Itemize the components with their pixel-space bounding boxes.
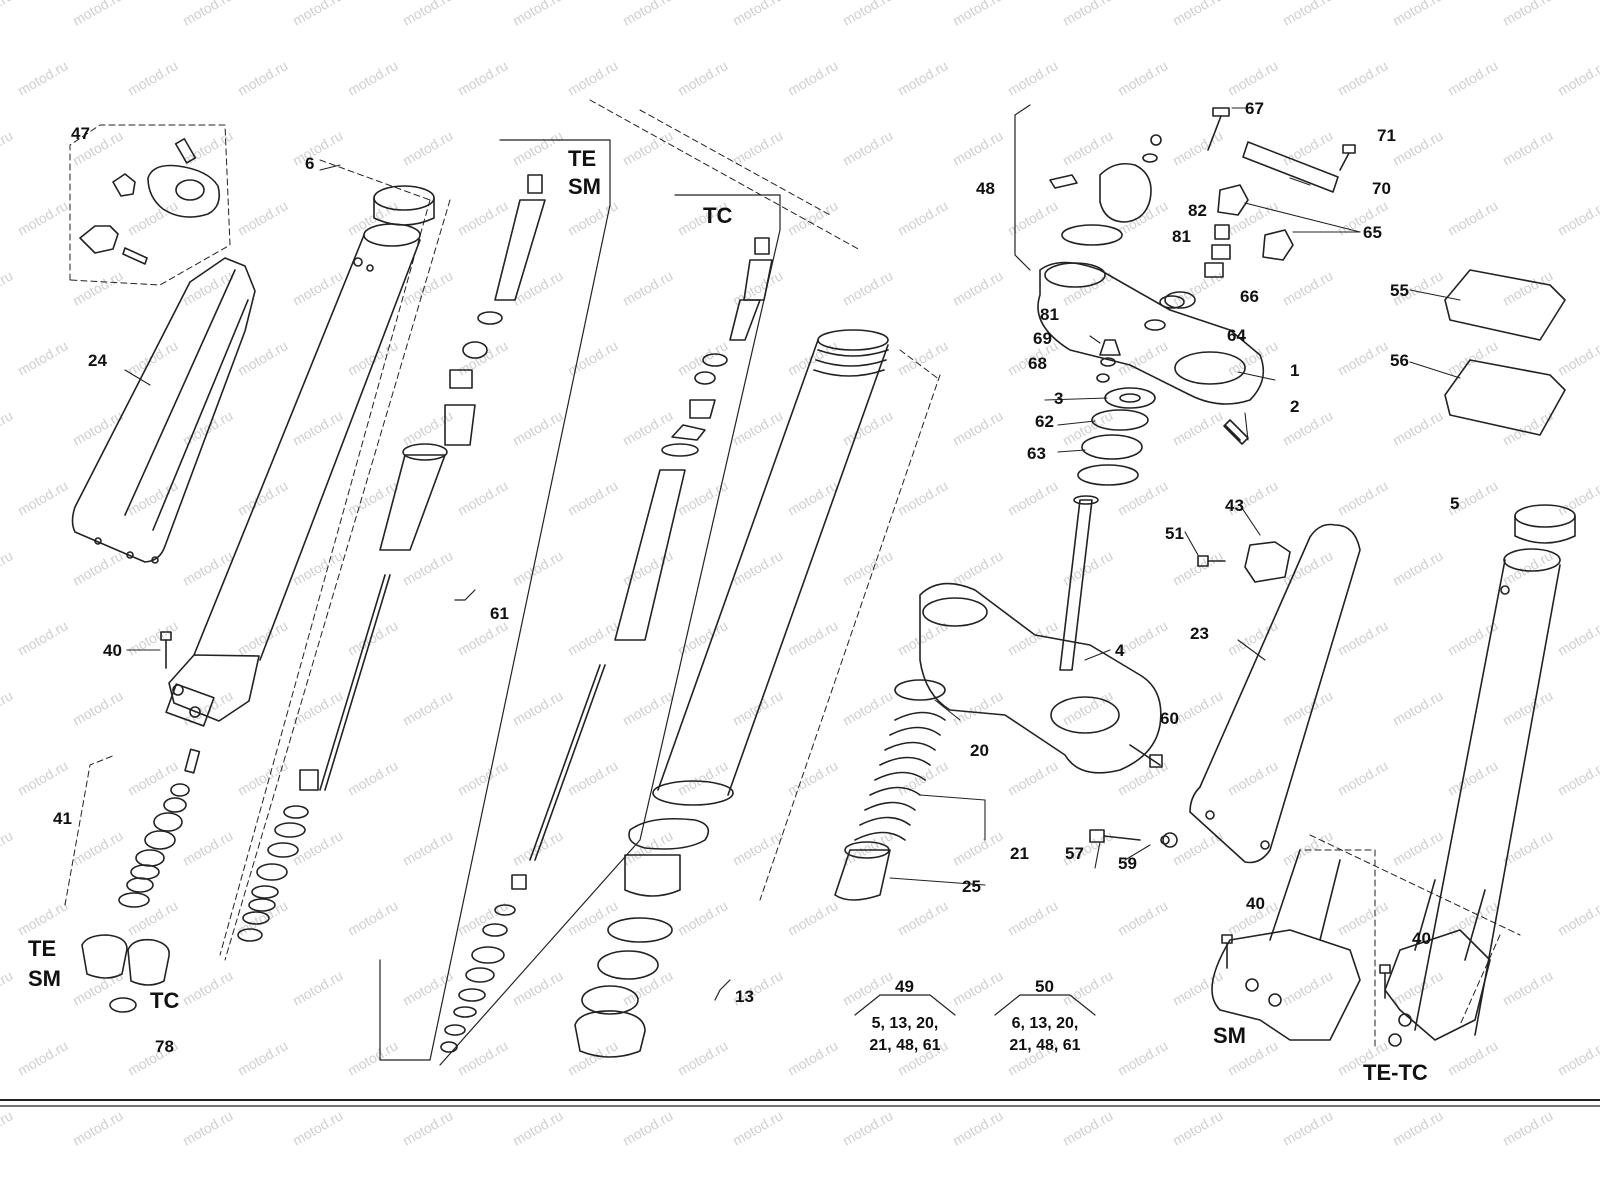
callout-56: 56 bbox=[1390, 351, 1409, 370]
kit-50-line-2: 21, 48, 61 bbox=[1009, 1037, 1081, 1054]
fork-guard-24 bbox=[71, 257, 256, 564]
variant-te-top: TE bbox=[568, 146, 597, 171]
kit-49-line-1: 5, 13, 20, bbox=[871, 1015, 939, 1032]
spring-group-21 bbox=[834, 679, 946, 901]
callout-1: 1 bbox=[1290, 361, 1300, 380]
callout-leaders bbox=[124, 107, 1461, 886]
kit-50-contents: 6, 13, 20, 21, 48, 61 bbox=[990, 1013, 1100, 1057]
callout-69: 69 bbox=[1033, 329, 1052, 348]
variant-sm-bottom: SM bbox=[1213, 1023, 1246, 1048]
inner-tube-13 bbox=[574, 329, 889, 1058]
variant-te-left: TE bbox=[28, 936, 57, 961]
callout-55: 55 bbox=[1390, 281, 1409, 300]
kit-49-contents: 5, 13, 20, 21, 48, 61 bbox=[850, 1013, 960, 1057]
callout-25: 25 bbox=[962, 877, 981, 896]
clamp-group-47 bbox=[69, 124, 231, 286]
callout-78: 78 bbox=[155, 1037, 174, 1056]
callout-82: 82 bbox=[1188, 201, 1207, 220]
callout-20: 20 bbox=[970, 741, 989, 760]
callout-81-top: 81 bbox=[1172, 227, 1191, 246]
fork-guard-23 bbox=[1189, 523, 1361, 864]
callout-65: 65 bbox=[1363, 223, 1382, 242]
callout-21: 21 bbox=[1010, 844, 1029, 863]
callout-57: 57 bbox=[1065, 844, 1084, 863]
callout-48: 48 bbox=[976, 179, 995, 198]
callout-62: 62 bbox=[1035, 412, 1054, 431]
callout-71: 71 bbox=[1377, 126, 1396, 145]
variant-sm-left: SM bbox=[28, 966, 61, 991]
bolts-57-59 bbox=[1089, 829, 1178, 848]
variant-tc-left: TC bbox=[150, 988, 180, 1013]
callout-64: 64 bbox=[1227, 326, 1246, 345]
callout-66: 66 bbox=[1240, 287, 1259, 306]
callout-68: 68 bbox=[1028, 354, 1047, 373]
callout-59: 59 bbox=[1118, 854, 1137, 873]
callout-4: 4 bbox=[1115, 641, 1125, 660]
cartridge-tc bbox=[439, 194, 781, 1066]
variant-sm-top: SM bbox=[568, 174, 601, 199]
callout-51: 51 bbox=[1165, 524, 1184, 543]
bearing-set bbox=[1077, 387, 1156, 486]
callout-63: 63 bbox=[1027, 444, 1046, 463]
pads-55-56 bbox=[1444, 269, 1566, 436]
callout-67: 67 bbox=[1245, 99, 1264, 118]
callout-60: 60 bbox=[1160, 709, 1179, 728]
kit-braces bbox=[454, 589, 1096, 1016]
callout-13: 13 bbox=[735, 987, 754, 1006]
lower-triple-clamp-4 bbox=[919, 495, 1163, 774]
callout-49: 49 bbox=[895, 977, 914, 996]
callout-6: 6 bbox=[305, 154, 315, 173]
callout-81-mid: 81 bbox=[1040, 305, 1059, 324]
cartridge-61 bbox=[237, 139, 611, 1061]
callout-23: 23 bbox=[1190, 624, 1209, 643]
callout-47: 47 bbox=[71, 124, 90, 143]
callout-40-left: 40 bbox=[103, 641, 122, 660]
callout-40-sm: 40 bbox=[1246, 894, 1265, 913]
callout-2: 2 bbox=[1290, 397, 1300, 416]
plate-70-and-bolts bbox=[1207, 107, 1356, 193]
outer-tube-left bbox=[165, 185, 435, 727]
callout-3: 3 bbox=[1054, 389, 1064, 408]
callout-5: 5 bbox=[1450, 494, 1460, 513]
variant-tc-top: TC bbox=[703, 203, 733, 228]
dashed-guides bbox=[219, 99, 1521, 1026]
callout-40-tetc: 40 bbox=[1412, 929, 1431, 948]
cover-43 bbox=[1197, 541, 1291, 583]
top-cap-48 bbox=[1014, 104, 1162, 271]
bolt-40-left bbox=[160, 631, 172, 669]
callout-24: 24 bbox=[88, 351, 107, 370]
callout-50: 50 bbox=[1035, 977, 1054, 996]
callout-70: 70 bbox=[1372, 179, 1391, 198]
upper-triple-clamp-1 bbox=[1037, 261, 1265, 445]
callout-61: 61 bbox=[490, 604, 509, 623]
lower-leg-tetc bbox=[1379, 879, 1491, 1047]
outer-tube-right bbox=[1414, 504, 1576, 1036]
kit-49-line-2: 21, 48, 61 bbox=[869, 1037, 941, 1054]
lower-leg-sm bbox=[1211, 849, 1376, 1051]
callout-41: 41 bbox=[53, 809, 72, 828]
damper-parts-41 bbox=[64, 748, 201, 1013]
kit-50-line-1: 6, 13, 20, bbox=[1011, 1015, 1079, 1032]
variant-tetc-bottom: TE-TC bbox=[1363, 1060, 1428, 1085]
callout-43: 43 bbox=[1225, 496, 1244, 515]
clamp-small-parts bbox=[1096, 184, 1294, 383]
